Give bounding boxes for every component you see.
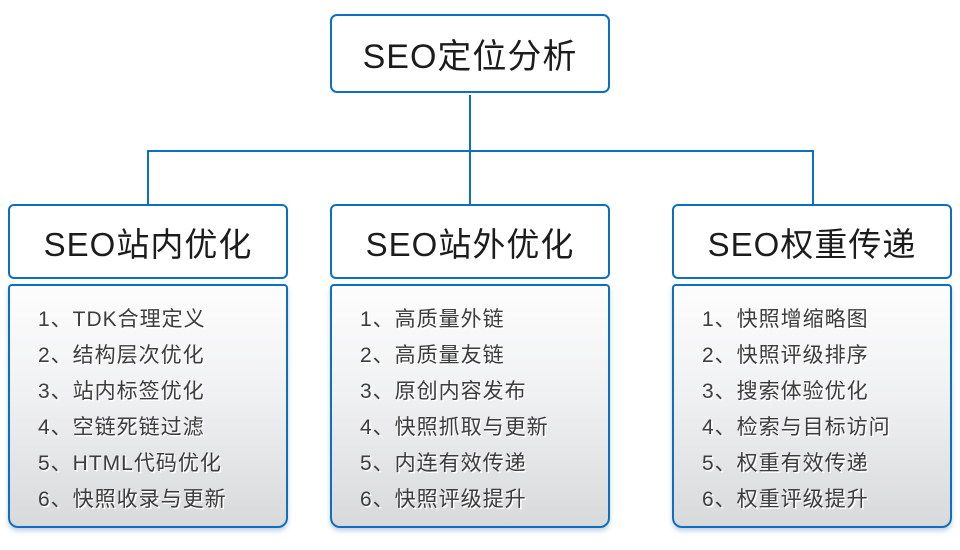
connector-drop-right	[812, 150, 814, 205]
column-header-offsite: SEO站外优化	[330, 204, 610, 279]
list-item: 5、HTML代码优化	[38, 452, 222, 475]
list-item: 5、内连有效传递	[360, 452, 527, 475]
column-header-onsite: SEO站内优化	[8, 204, 288, 279]
list-item: 1、TDK合理定义	[38, 308, 206, 331]
list-item: 5、权重有效传递	[702, 452, 869, 475]
column-header-weight: SEO权重传递	[672, 204, 952, 279]
list-item: 1、快照增缩略图	[702, 308, 869, 331]
list-item: 4、检索与目标访问	[702, 416, 891, 439]
list-item: 3、站内标签优化	[38, 380, 205, 403]
connector-root-stem	[469, 95, 471, 151]
list-item: 4、快照抓取与更新	[360, 416, 549, 439]
list-item: 3、搜索体验优化	[702, 380, 869, 403]
column-list-offsite: 1、高质量外链 2、高质量友链 3、原创内容发布 4、快照抓取与更新 5、内连有…	[330, 284, 610, 528]
connector-drop-left	[147, 150, 149, 205]
connector-horizontal	[147, 150, 814, 152]
list-item: 6、快照评级提升	[360, 488, 527, 511]
list-item: 2、高质量友链	[360, 344, 505, 367]
column-list-onsite: 1、TDK合理定义 2、结构层次优化 3、站内标签优化 4、空链死链过滤 5、H…	[8, 284, 288, 528]
list-item: 2、快照评级排序	[702, 344, 869, 367]
root-node: SEO定位分析	[330, 14, 610, 93]
column-header-weight-title: SEO权重传递	[707, 225, 917, 263]
column-list-weight: 1、快照增缩略图 2、快照评级排序 3、搜索体验优化 4、检索与目标访问 5、权…	[672, 284, 952, 528]
list-item: 3、原创内容发布	[360, 380, 527, 403]
column-header-offsite-title: SEO站外优化	[365, 225, 575, 263]
column-header-onsite-title: SEO站内优化	[43, 225, 253, 263]
root-node-title: SEO定位分析	[362, 38, 578, 76]
list-item: 6、权重评级提升	[702, 488, 869, 511]
connector-drop-center	[469, 150, 471, 205]
list-item: 1、高质量外链	[360, 308, 505, 331]
list-item: 4、空链死链过滤	[38, 416, 205, 439]
list-item: 2、结构层次优化	[38, 344, 205, 367]
list-item: 6、快照收录与更新	[38, 488, 227, 511]
